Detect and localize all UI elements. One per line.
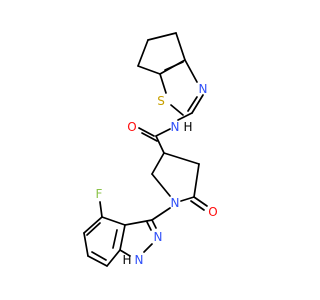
bond	[163, 152, 200, 165]
bond	[87, 255, 108, 267]
bond	[170, 104, 184, 116]
atom-label-n-indazole-1: N	[135, 253, 144, 267]
bond	[177, 112, 193, 121]
bond	[184, 59, 198, 83]
bond	[138, 127, 155, 137]
bond	[141, 132, 158, 142]
atom-label-s: S	[157, 94, 165, 108]
atom-label-f: F	[96, 187, 103, 201]
atom-label-o-amide: O	[127, 120, 136, 134]
molecule-structure: S N N H O N O F N N H	[83, 32, 218, 267]
atom-label-n-amide: N	[171, 120, 180, 134]
bond	[86, 222, 101, 236]
atom-label-o-lactam: O	[208, 205, 217, 219]
bond	[151, 219, 157, 229]
bond	[193, 196, 208, 207]
bond	[83, 232, 89, 257]
bond	[159, 73, 167, 94]
bond	[151, 207, 171, 221]
bond	[146, 221, 152, 231]
bond	[155, 135, 165, 154]
bond	[112, 229, 118, 249]
atom-label-h-indazole: H	[122, 253, 131, 267]
bond	[180, 196, 195, 202]
atom-label-h-amide: H	[183, 120, 192, 134]
bond	[91, 251, 107, 261]
bond	[101, 216, 126, 226]
bond	[155, 128, 171, 137]
atom-label-n-pyrrolidine: N	[171, 196, 180, 210]
bond	[175, 32, 186, 61]
atom-label-n-indazole-2: N	[154, 230, 163, 244]
bond-lines	[83, 32, 208, 267]
bond	[151, 152, 165, 175]
bond	[147, 32, 177, 41]
atom-labels: S N N H O N O F N N H	[96, 82, 218, 267]
bond	[193, 163, 200, 198]
bond	[151, 173, 171, 197]
bond	[187, 96, 198, 112]
atom-label-n-thiazole: N	[199, 82, 208, 96]
bond	[99, 201, 103, 218]
bond	[137, 65, 161, 75]
bond	[124, 219, 153, 226]
bond	[83, 216, 103, 234]
bond	[106, 249, 121, 267]
bond	[164, 61, 184, 71]
bond	[119, 249, 131, 257]
bond	[137, 39, 149, 67]
bond	[143, 243, 153, 253]
bond	[190, 200, 205, 211]
bond	[119, 224, 126, 251]
bond	[191, 94, 204, 114]
